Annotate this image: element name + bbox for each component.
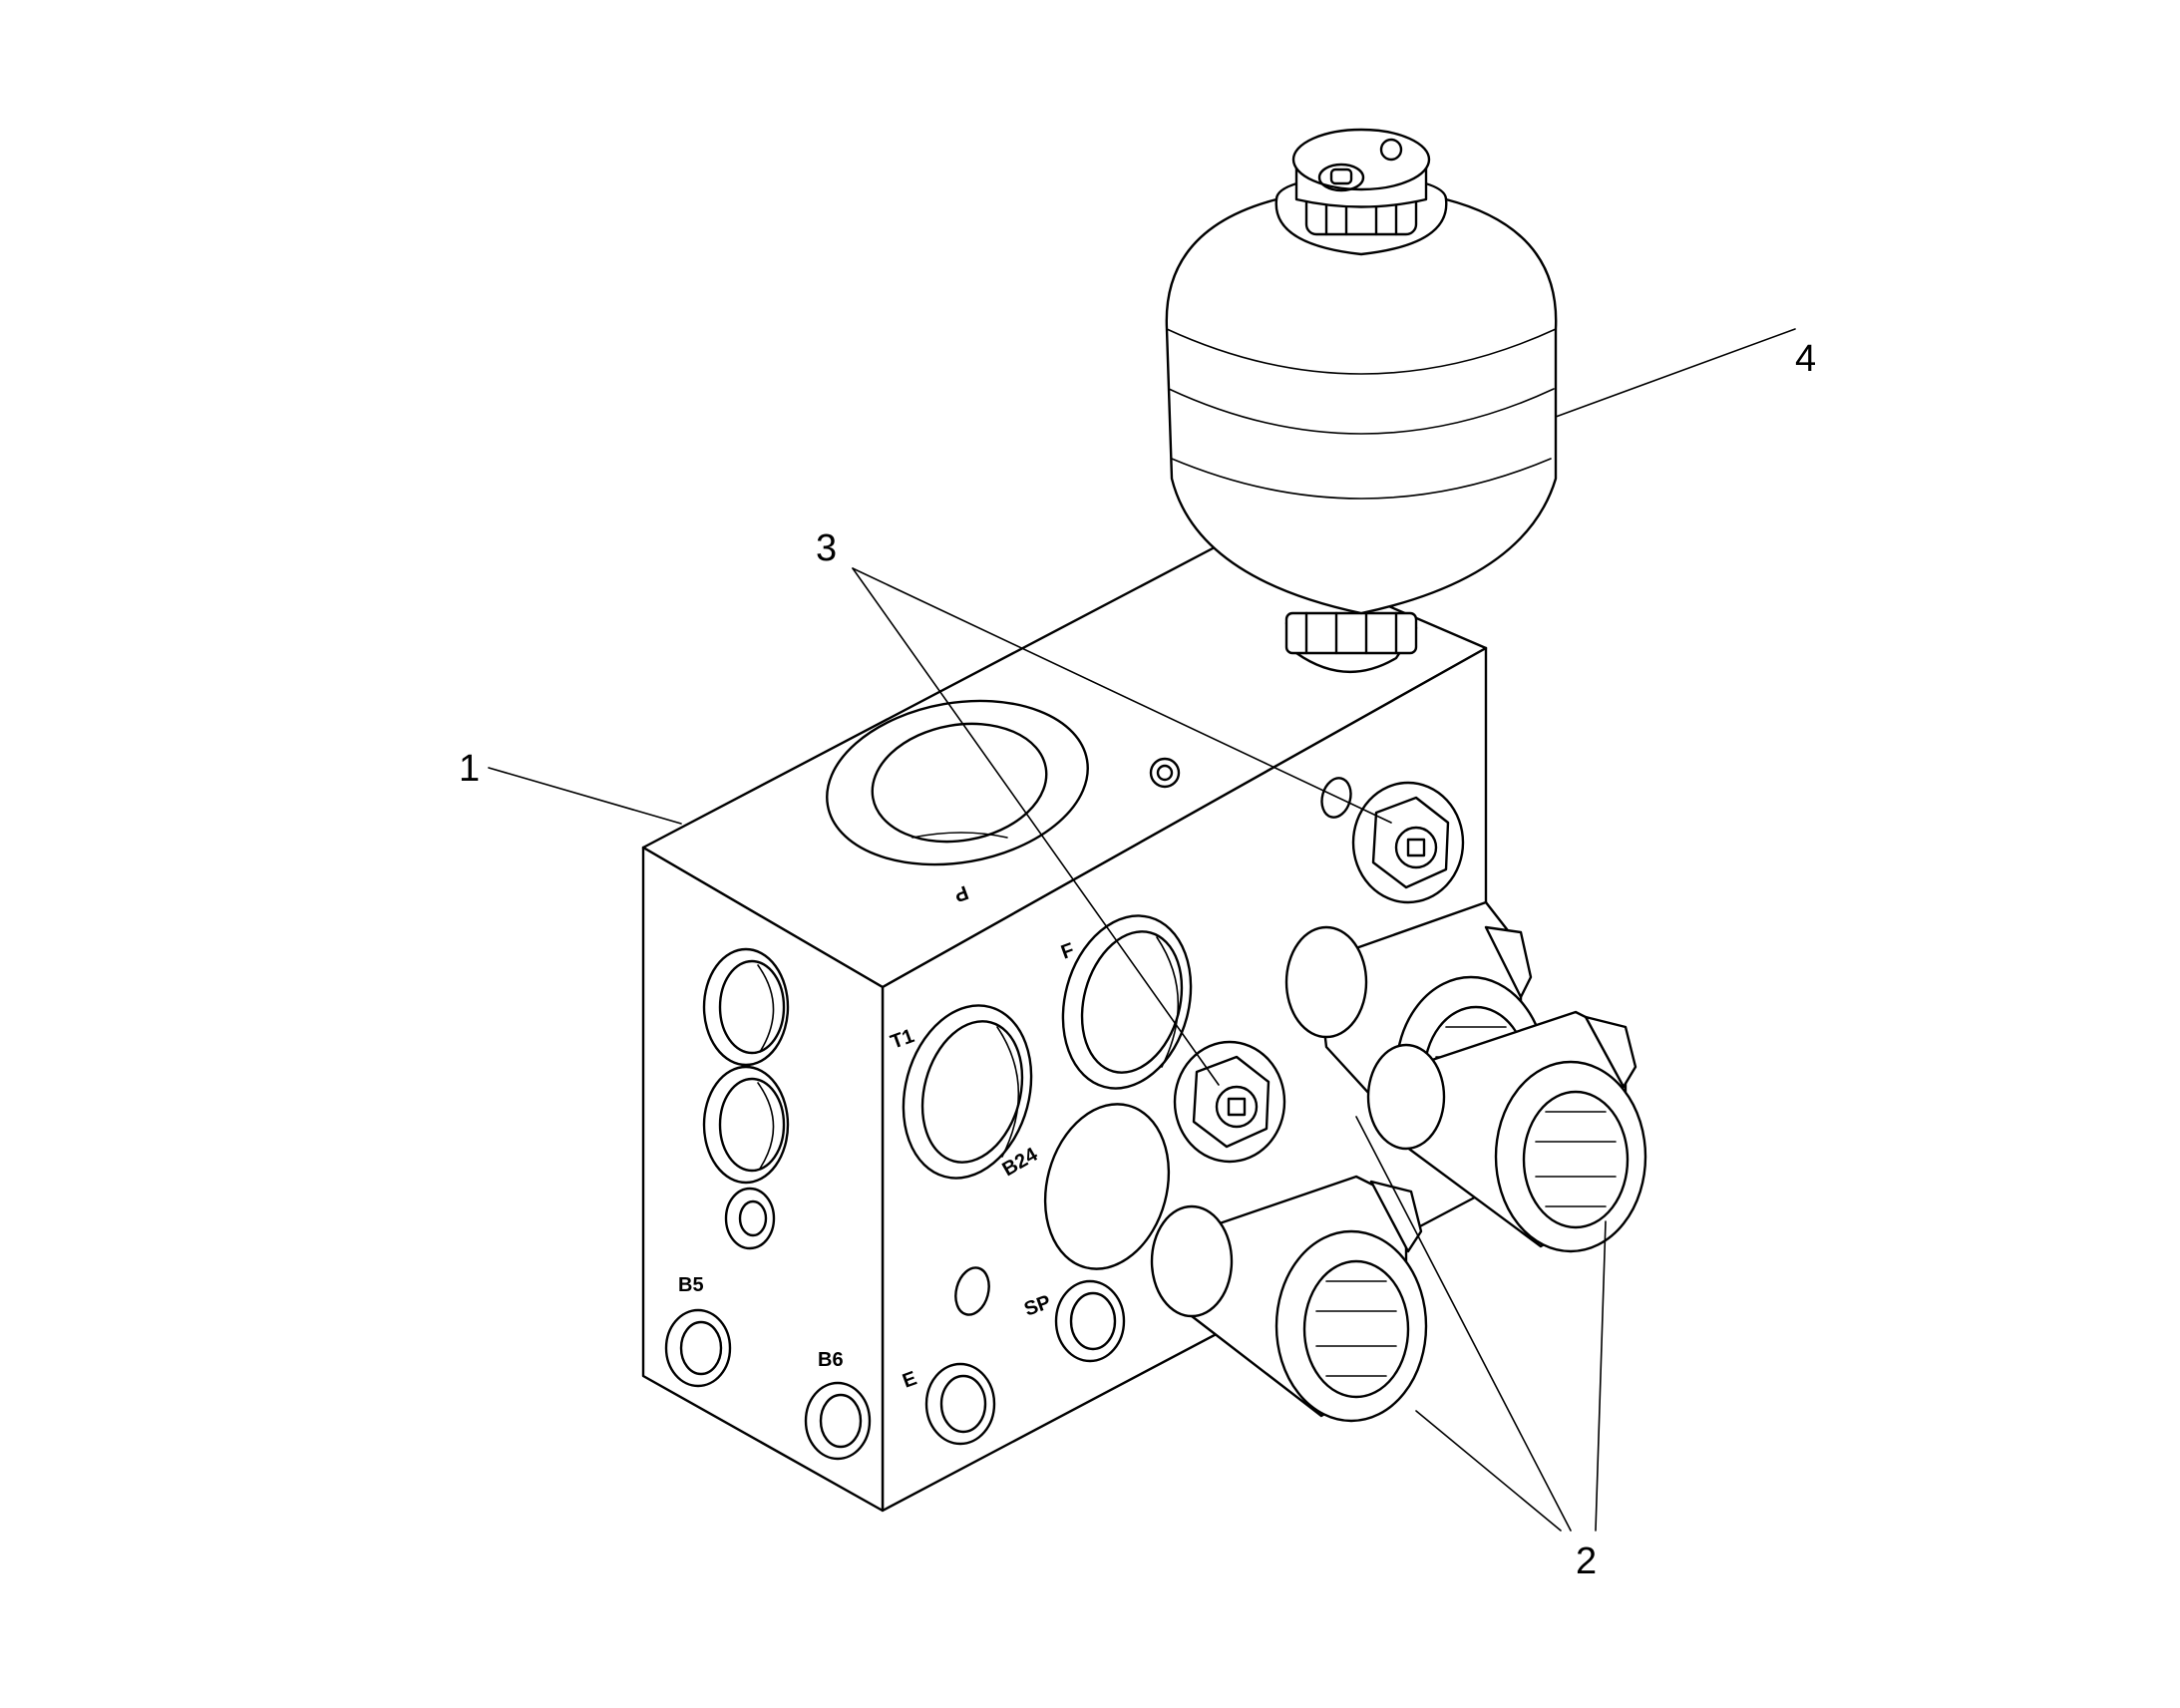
left-small-plug	[724, 1187, 776, 1250]
port-b24-hole	[1043, 1103, 1171, 1270]
leader-2b	[1355, 1116, 1572, 1532]
hex-plug-lower	[1173, 1040, 1286, 1164]
solenoid-valve-2	[1366, 1010, 1647, 1253]
manifold-block	[641, 536, 1488, 1513]
top-port-inner	[871, 722, 1048, 844]
leader-1	[488, 767, 682, 825]
top-screw-hole	[1149, 757, 1181, 789]
port-b6-hole	[804, 1381, 872, 1461]
leader-3a	[852, 567, 1392, 824]
port-label-b5: B5	[678, 1274, 704, 1296]
callout-2: 2	[1576, 1540, 1597, 1582]
callout-1: 1	[459, 748, 480, 790]
right-upper-small-hole	[1320, 777, 1352, 819]
port-t1-outer	[902, 1004, 1033, 1180]
leader-4	[1555, 328, 1796, 418]
hex-plug-upper	[1351, 781, 1465, 904]
left-port-1-outer	[702, 947, 790, 1067]
leader-2c	[1415, 1410, 1562, 1532]
leader-lines	[488, 328, 1796, 1532]
leader-2a	[1595, 1220, 1607, 1532]
port-label-b6: B6	[818, 1349, 844, 1371]
left-port-2-outer	[702, 1065, 790, 1185]
port-b5-hole	[664, 1308, 732, 1388]
port-e-hole	[924, 1362, 996, 1446]
right-small-hole-1	[954, 1266, 990, 1316]
port-f-outer	[1061, 914, 1193, 1090]
callout-3: 3	[816, 527, 837, 569]
port-sp-hole	[1054, 1279, 1126, 1363]
callout-4: 4	[1795, 338, 1816, 380]
leader-3b	[852, 567, 1220, 1086]
accumulator	[1165, 128, 1558, 674]
solenoid-valve-3	[1150, 1175, 1428, 1423]
top-port-outer	[826, 699, 1089, 866]
